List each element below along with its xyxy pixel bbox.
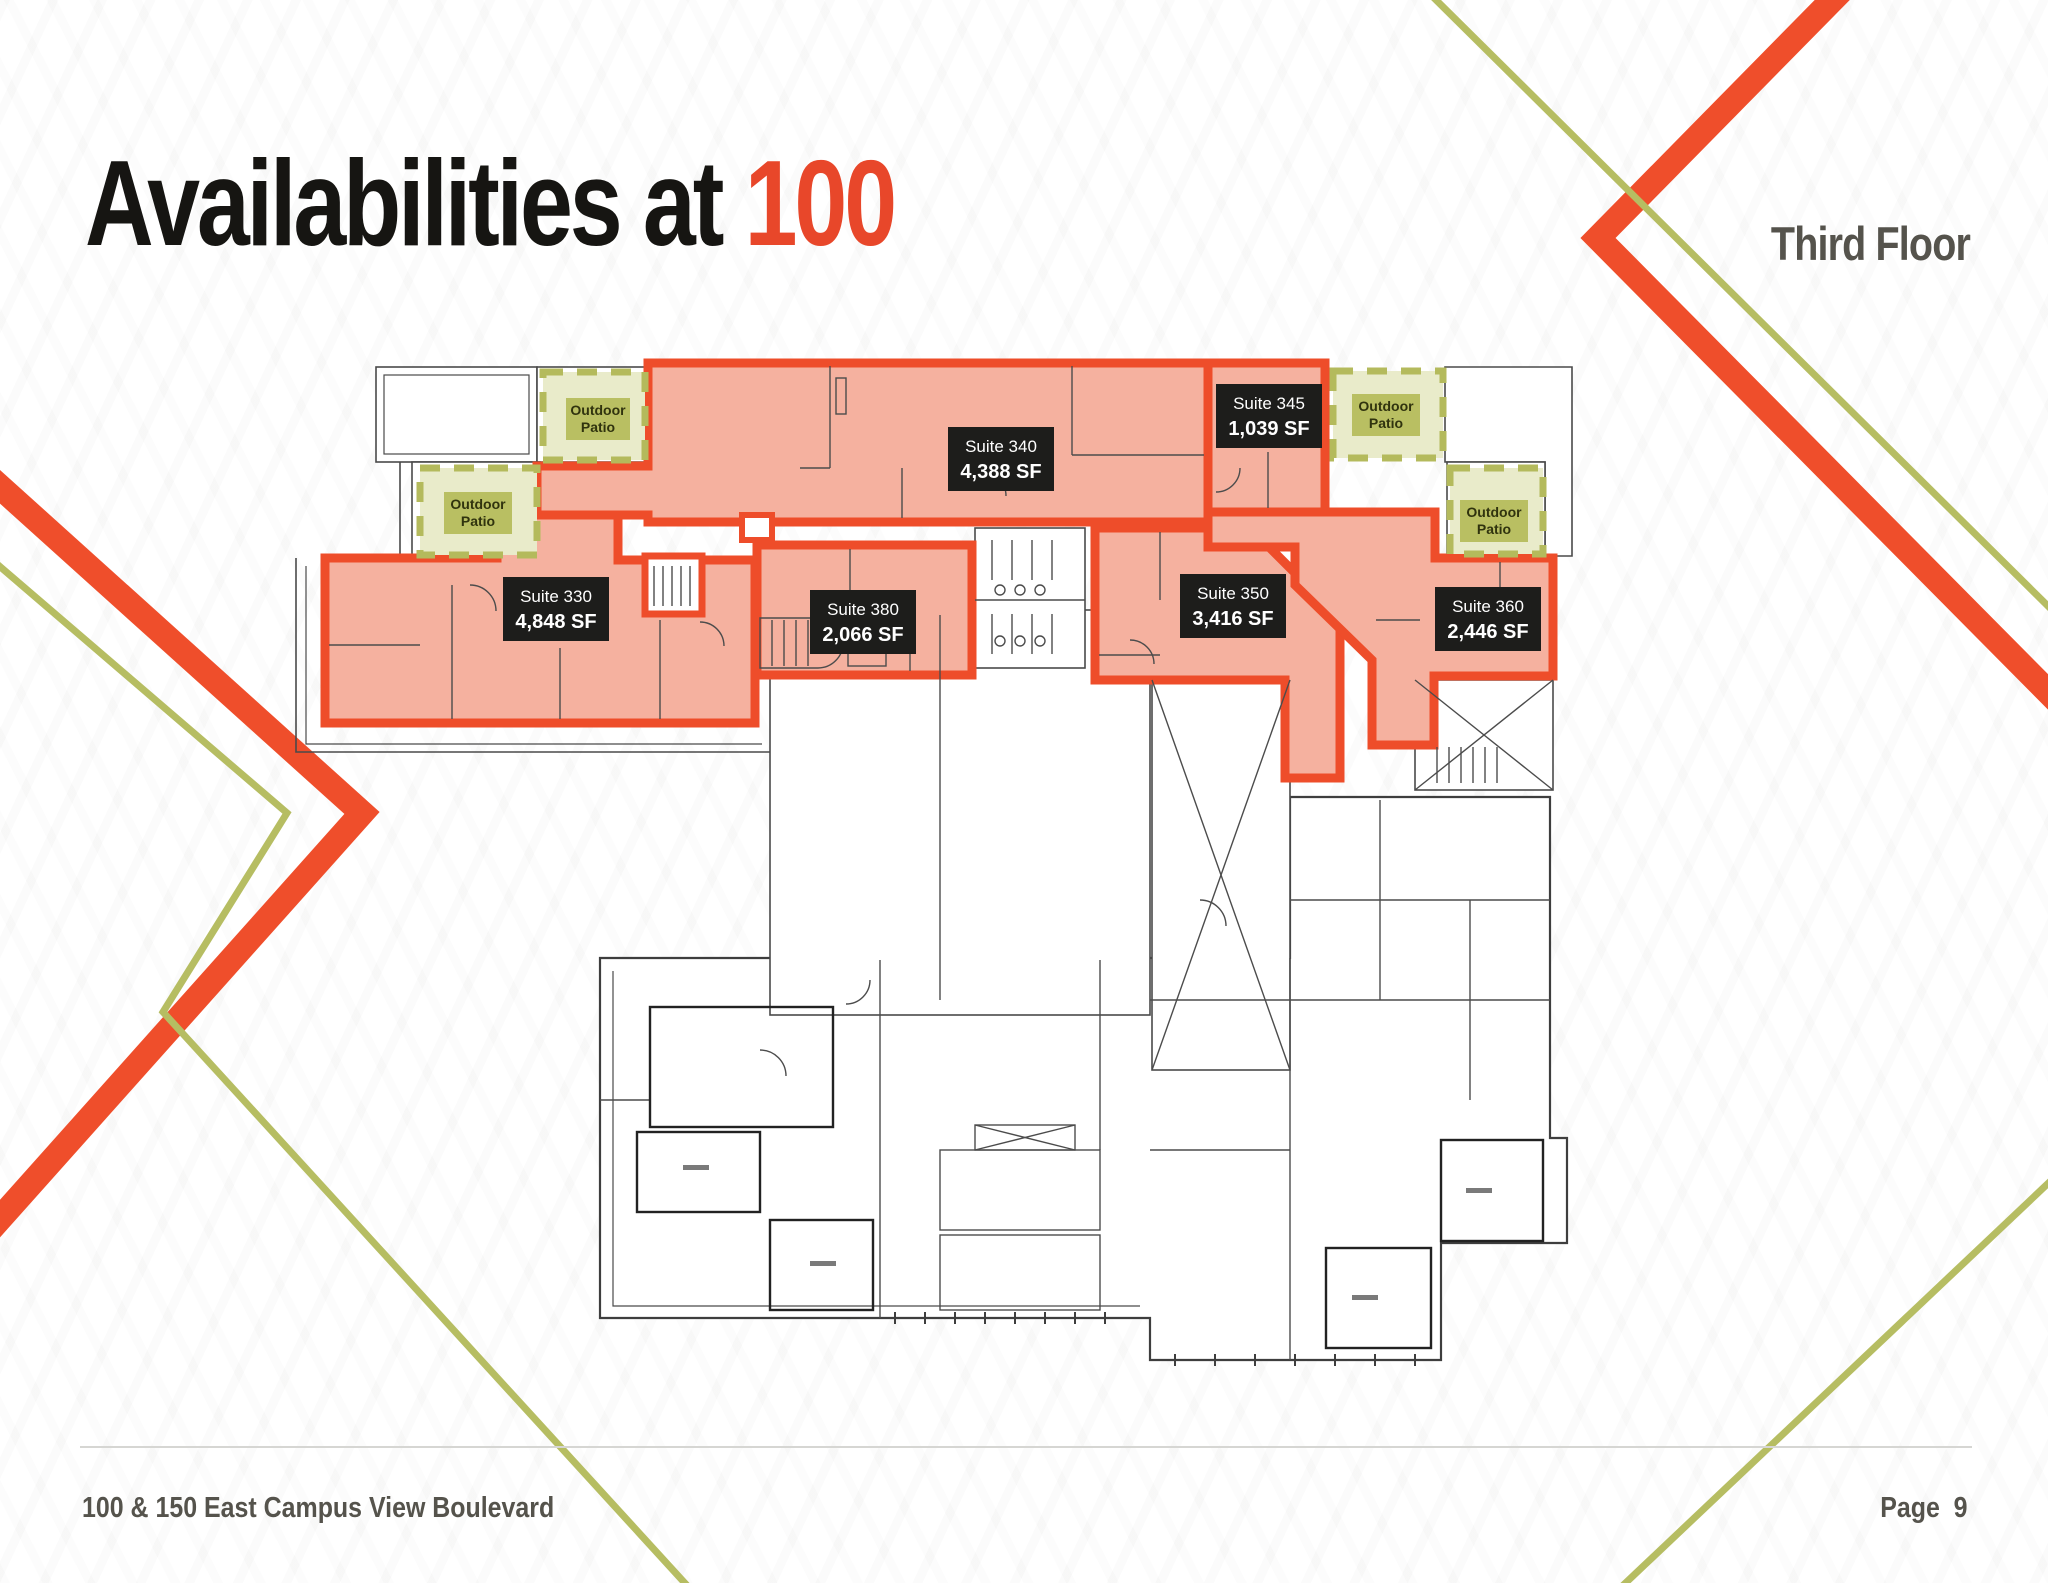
patio-label-line2: Patio bbox=[581, 419, 615, 435]
page-title-text: Availabilities at bbox=[85, 135, 745, 271]
bottom-wall-ticks bbox=[894, 1312, 1416, 1366]
page-title-accent: 100 bbox=[744, 135, 898, 271]
page-title: Availabilities at 100 bbox=[85, 142, 897, 264]
svg-text:Outdoor: Outdoor bbox=[1358, 398, 1414, 414]
suite-380-label: Suite 380 2,066 SF bbox=[810, 590, 916, 654]
deco-chevron-left-orange bbox=[0, 469, 380, 1238]
patio-label-b: Outdoor Patio bbox=[444, 492, 512, 534]
svg-text:Patio: Patio bbox=[1369, 415, 1403, 431]
svg-text:Suite 345: Suite 345 bbox=[1233, 394, 1305, 413]
svg-text:Suite 350: Suite 350 bbox=[1197, 584, 1269, 603]
floor-label: Third Floor bbox=[1770, 217, 1971, 270]
suite-330-label: Suite 330 4,848 SF bbox=[503, 577, 609, 641]
footer-divider bbox=[80, 1446, 1972, 1448]
svg-text:Outdoor: Outdoor bbox=[450, 496, 506, 512]
deco-line-right-green-lower bbox=[1620, 1178, 2048, 1583]
svg-text:Patio: Patio bbox=[1477, 521, 1511, 537]
setback-outline-topleft bbox=[375, 366, 538, 463]
patio-label-a: Outdoor Patio bbox=[566, 398, 630, 440]
suite-350-label: Suite 350 3,416 SF bbox=[1180, 574, 1286, 638]
deco-chevron-right-orange bbox=[1580, 0, 2048, 710]
svg-text:2,066 SF: 2,066 SF bbox=[822, 624, 903, 646]
suite-360-region bbox=[1203, 507, 1558, 750]
footer-page-number: Page 9 bbox=[1880, 1492, 1968, 1524]
svg-text:Patio: Patio bbox=[461, 513, 495, 529]
svg-text:Suite 330: Suite 330 bbox=[520, 587, 592, 606]
footer-address: 100 & 150 East Campus View Boulevard bbox=[82, 1492, 555, 1524]
corridor-notch bbox=[739, 512, 775, 543]
suite-340-label: Suite 340 4,388 SF bbox=[948, 427, 1054, 491]
svg-text:Suite 360: Suite 360 bbox=[1452, 597, 1524, 616]
svg-text:Outdoor: Outdoor bbox=[1466, 504, 1522, 520]
restroom-block bbox=[974, 527, 1086, 669]
svg-text:2,446 SF: 2,446 SF bbox=[1447, 621, 1528, 643]
deco-line-right-green-upper bbox=[1431, 0, 2048, 612]
patio-label-d: Outdoor Patio bbox=[1460, 500, 1528, 542]
svg-text:3,416 SF: 3,416 SF bbox=[1192, 608, 1273, 630]
svg-text:Suite 380: Suite 380 bbox=[827, 600, 899, 619]
stair-notch-suite330 bbox=[641, 552, 706, 618]
interior-walls bbox=[329, 366, 1554, 1360]
suite-360-label: Suite 360 2,446 SF bbox=[1435, 587, 1541, 651]
room-tags bbox=[683, 1165, 1492, 1300]
svg-text:4,848 SF: 4,848 SF bbox=[515, 611, 596, 633]
deco-zigzag-left-green bbox=[0, 561, 690, 1583]
svg-text:1,039 SF: 1,039 SF bbox=[1228, 418, 1309, 440]
suite-345-label: Suite 345 1,039 SF bbox=[1216, 384, 1322, 448]
svg-text:4,388 SF: 4,388 SF bbox=[960, 461, 1041, 483]
svg-text:Suite 340: Suite 340 bbox=[965, 437, 1037, 456]
patio-label-c: Outdoor Patio bbox=[1352, 394, 1420, 436]
patio-label-line1: Outdoor bbox=[570, 402, 626, 418]
